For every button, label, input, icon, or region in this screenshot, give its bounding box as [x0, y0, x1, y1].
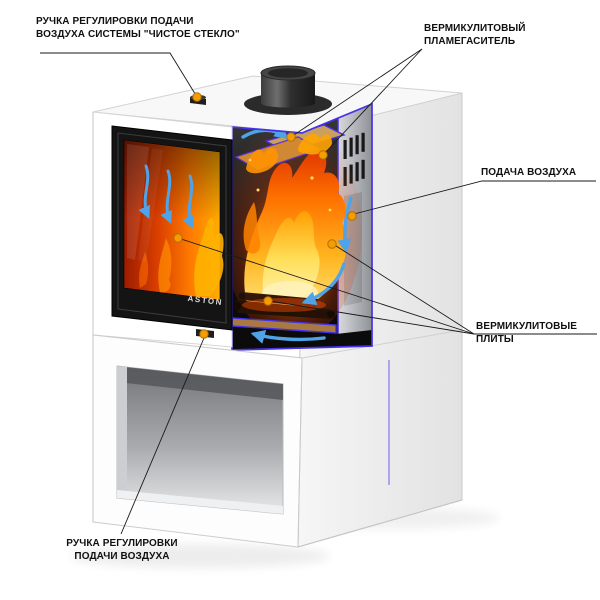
- callout-dot-arrester-b: [318, 150, 328, 160]
- cabinet-bottom-edge: [297, 499, 463, 548]
- label-air-control-handle: РУЧКА РЕГУЛИРОВКИ ПОДАЧИ ВОЗДУХА: [66, 538, 178, 563]
- chimney-pipe: [244, 65, 332, 115]
- callout-dot-plate-back: [327, 239, 337, 249]
- callout-line-air-supply: [353, 180, 596, 215]
- glass-flames: [139, 217, 224, 296]
- air-arrow-wall: [337, 196, 353, 254]
- callout-line-clean-glass: [40, 52, 198, 98]
- label-flame-arrester: ВЕРМИКУЛИТОВЫЙ ПЛАМЕГАСИТЕЛЬ: [424, 23, 526, 48]
- label-air-supply: ПОДАЧА ВОЗДУХА: [481, 167, 577, 178]
- label-vermiculite-plates: ВЕРМИКУЛИТОВЫЕ ПЛИТЫ: [476, 321, 578, 346]
- fire-logs: [233, 292, 335, 319]
- lower-shelf-recess: [116, 365, 284, 515]
- brand-logo: ASTON: [187, 294, 223, 307]
- cabinet-seam: [301, 329, 463, 359]
- callout-line-arrester-b: [322, 48, 423, 156]
- callout-line-plates-b: [332, 243, 475, 335]
- callout-dot-plate-glass: [173, 233, 183, 243]
- callout-dot-plate-floor: [263, 296, 273, 306]
- callout-dots: [173, 92, 357, 339]
- glass-door: ASTON: [111, 125, 233, 331]
- ground-shadow: [70, 544, 330, 568]
- callout-line-bottom-knob: [120, 337, 205, 535]
- air-arrow-glass: [182, 174, 194, 229]
- callout-dot-air-supply: [347, 211, 357, 221]
- air-arrow-glass: [138, 164, 150, 219]
- label-clean-glass-handle: РУЧКА РЕГУЛИРОВКИ ПОДАЧИ ВОЗДУХА СИСТЕМЫ…: [36, 16, 240, 41]
- glass-reflection: [138, 148, 163, 262]
- firebox-flames: [243, 133, 347, 313]
- callout-lines: [40, 48, 597, 535]
- pedestal-corner-edge: [297, 357, 303, 548]
- callout-dot-arrester-a: [286, 132, 296, 142]
- callout-dot-top-knob: [192, 92, 202, 102]
- air-arrow-glass: [160, 169, 172, 224]
- callout-line-arrester-a: [290, 48, 423, 138]
- glass-reflection: [127, 144, 149, 260]
- callout-dot-bottom-knob: [199, 329, 209, 339]
- vermiculite-floor-plate: [232, 317, 337, 334]
- air-arrow-lower: [301, 262, 346, 306]
- callout-line-plates-c: [269, 300, 475, 335]
- air-arrow-plinth: [250, 329, 326, 344]
- callout-line-plates-a: [180, 238, 475, 335]
